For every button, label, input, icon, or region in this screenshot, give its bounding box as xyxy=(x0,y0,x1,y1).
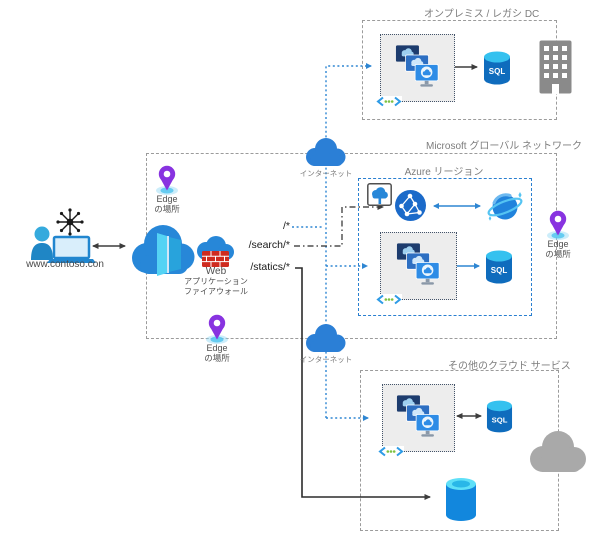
edge-pin-right: Edge の場所 xyxy=(538,209,578,259)
sql-database-icon-onprem: SQL xyxy=(483,51,511,86)
app-services-icon xyxy=(396,243,440,285)
internet-cloud-top-icon xyxy=(304,136,348,168)
route-label-search: /search/* xyxy=(248,239,290,251)
map-pin-icon xyxy=(156,165,178,195)
app-service-box-icon xyxy=(367,183,392,206)
sql-database-icon-region: SQL xyxy=(485,250,513,285)
internet-cloud-bottom-icon xyxy=(304,322,348,354)
code-icon xyxy=(378,446,404,457)
other-cloud-box-title: その他のクラウド サービス xyxy=(448,361,571,372)
sql-text: SQL xyxy=(489,67,506,76)
edge-pin-right-label1: Edge xyxy=(547,239,569,249)
edge-pin-top-label2: の場所 xyxy=(154,204,180,214)
waf-label-line2: アプリケーション xyxy=(184,277,248,286)
waf-label: Web アプリケーション ファイアウォール xyxy=(176,266,256,297)
global-network-box-title: Microsoft グローバル ネットワーク xyxy=(426,141,583,152)
cosmos-db-icon xyxy=(486,190,524,224)
code-icon xyxy=(376,96,402,107)
region-app-tier xyxy=(376,232,457,305)
route-label-statics: /statics/* xyxy=(250,261,290,273)
app-services-icon xyxy=(396,395,440,437)
code-icon xyxy=(376,294,402,305)
route-line-search xyxy=(294,204,384,247)
map-pin-icon xyxy=(547,210,569,240)
other-cloud-app-tier xyxy=(378,384,455,457)
sql-database-icon-other: SQL xyxy=(486,400,513,434)
azure-region-box-title: Azure リージョン xyxy=(404,167,484,178)
user-client-icon xyxy=(28,206,128,266)
waf-label-line1: Web xyxy=(205,266,227,277)
other-cloud-provider-icon xyxy=(527,429,589,475)
waf-label-line3: ファイアウォール xyxy=(184,287,248,296)
network-globe-icon xyxy=(393,188,428,223)
route-line-trunk-to-onprem xyxy=(325,63,372,418)
storage-container-icon xyxy=(445,477,477,523)
edge-pin-top-label1: Edge xyxy=(156,194,178,204)
internet-cloud-bottom-label: インターネット xyxy=(299,355,353,364)
edge-pin-right-label2: の場所 xyxy=(545,249,571,259)
waf-icon xyxy=(194,236,236,269)
edge-pin-bottom-label1: Edge xyxy=(206,343,228,353)
app-services-icon xyxy=(395,45,439,87)
internet-cloud-top-label: インターネット xyxy=(299,169,353,178)
route-label-wildcard: /* xyxy=(282,220,290,232)
edge-pin-top: Edge の場所 xyxy=(147,164,187,214)
edge-pin-bottom: Edge の場所 xyxy=(197,313,237,363)
route-line-statics xyxy=(295,267,431,500)
building-icon xyxy=(539,40,572,94)
sql-text: SQL xyxy=(492,415,508,424)
map-pin-icon xyxy=(206,314,228,344)
front-door-icon xyxy=(130,221,196,281)
edge-pin-bottom-label2: の場所 xyxy=(204,353,230,363)
azure-region-box xyxy=(358,178,532,316)
onprem-app-tier xyxy=(376,34,455,107)
user-domain-label: www.contoso.con xyxy=(26,259,104,270)
sql-text: SQL xyxy=(491,266,508,275)
onprem-box-title: オンプレミス / レガシ DC xyxy=(424,9,540,20)
